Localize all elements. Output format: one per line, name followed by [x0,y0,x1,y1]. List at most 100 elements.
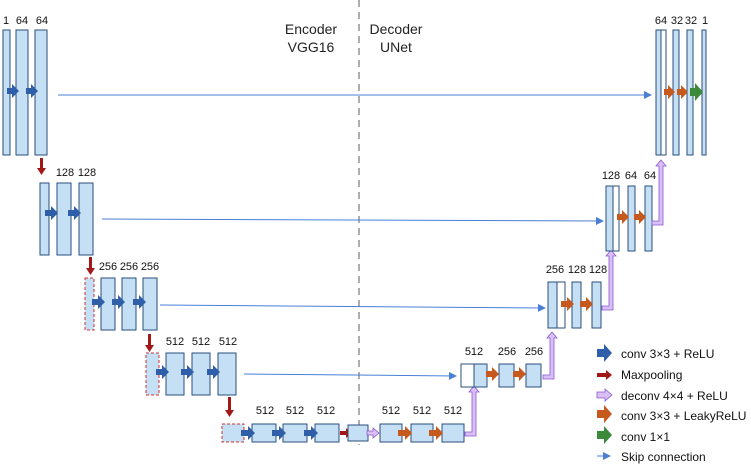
feature-map-block [473,363,488,388]
legend-label: deconv 4×4 + ReLU [621,389,728,403]
conv-relu-arrow [272,426,286,440]
feature-map-block [547,281,558,329]
blue-arrow-icon [597,344,612,362]
leaky-conv-arrow [513,367,526,381]
leaky-conv-arrow [398,426,412,440]
leaky-conv-arrow [486,367,499,381]
channel-label: 256 [498,346,516,358]
feature-map-block [571,281,582,329]
encoder-level-2: 128 128 [39,167,96,256]
channel-label: 128 [589,264,607,276]
conv-relu-arrow [45,206,58,220]
feature-map-block [525,363,542,388]
encoder-level-3: 256 256 256 [84,261,159,331]
feature-map-block [605,185,614,252]
green-arrow-icon [597,426,612,444]
encoder-level-1: 1 64 64 [2,15,48,156]
feature-map-block [282,423,308,443]
channel-label: 512 [413,405,431,417]
feature-map-block [56,182,72,256]
feature-map-block [78,182,94,256]
feature-map-block [39,182,50,256]
pooled-map-block [221,423,245,443]
decoder-level-3: 256 128 128 [546,264,607,329]
channel-label: 64 [36,15,48,27]
conv-relu-arrow [241,426,255,440]
skip-connection [101,216,604,225]
channel-label: 512 [444,405,462,417]
feature-map-block [655,29,662,156]
conv-relu-arrow [26,84,38,98]
skip-connection [243,371,457,380]
channel-label: 512 [465,346,483,358]
feature-map-block [34,29,48,156]
orange-arrow-icon [597,405,612,423]
channel-label: 1 [3,15,9,27]
encoder-subtitle: VGG16 [288,39,335,55]
decoder-subtitle: UNet [380,39,412,55]
legend-label: conv 1×1 [621,430,670,444]
channel-label: 512 [382,405,400,417]
channel-label: 128 [78,167,96,179]
channel-label: 64 [16,15,28,27]
channel-label: 512 [317,405,335,417]
channel-label: 256 [141,261,159,273]
legend-label: Maxpooling [621,368,682,382]
channel-label: 64 [625,170,637,182]
conv-relu-arrow [181,365,194,379]
conv-relu-arrow [7,84,19,98]
feature-map-block [441,423,465,443]
channel-label: 64 [644,170,656,182]
conv-relu-arrow [207,365,220,379]
feature-map-block [644,185,653,252]
decoder-level-1: 64 32 32 1 [655,15,708,156]
legend-label: conv 3×3 + LeakyReLU [621,409,746,423]
deconv-arrow [366,427,380,439]
leaky-conv-arrow [580,297,593,311]
encoder-level-4: 512 512 512 [145,336,237,396]
feature-map-block [498,363,515,388]
conv-relu-arrow [156,365,169,379]
decoder-level-4: 512 256 256 [460,346,543,388]
channel-label: 512 [192,336,210,348]
leaky-conv-arrow [634,210,646,224]
feature-map-block [217,352,237,396]
feature-map-block [701,29,707,156]
conv-relu-arrow [133,295,146,309]
skip-concat-block [460,363,475,388]
legend: conv 3×3 + ReLU Maxpooling deconv 4×4 + … [596,344,746,464]
pooled-map-block [145,352,160,396]
channel-label: 512 [256,405,274,417]
maxpool-arrow [86,257,95,275]
channel-label: 256 [546,264,564,276]
channel-label: 512 [219,336,237,348]
maxpool-arrow [145,334,154,352]
bottleneck: 512 512 512 512 512 512 [221,405,465,443]
red-arrow-icon [597,370,612,380]
channel-label: 256 [120,261,138,273]
channel-label: 256 [525,346,543,358]
deconv-arrow [542,331,558,380]
conv-relu-arrow [68,206,81,220]
feature-map-block [591,281,602,329]
conv1x1-arrow [690,83,703,101]
channel-label: 512 [286,405,304,417]
purple-arrow-icon [596,388,613,402]
channel-label: 128 [602,170,620,182]
channel-label: 1 [702,15,708,27]
feature-map-block [627,185,636,252]
leaky-conv-arrow [677,85,688,99]
deconv-arrow [651,159,667,226]
channel-label: 256 [99,261,117,273]
encoder-title: Encoder [285,21,337,37]
conv-relu-arrow [92,295,105,309]
deconv-arrow [601,249,617,311]
conv-relu-arrow [112,295,125,309]
channel-label: 32 [685,15,697,27]
feature-map-block [347,424,369,442]
feature-map-block [314,423,340,443]
channel-label: 128 [568,264,586,276]
channel-label: 512 [166,336,184,348]
